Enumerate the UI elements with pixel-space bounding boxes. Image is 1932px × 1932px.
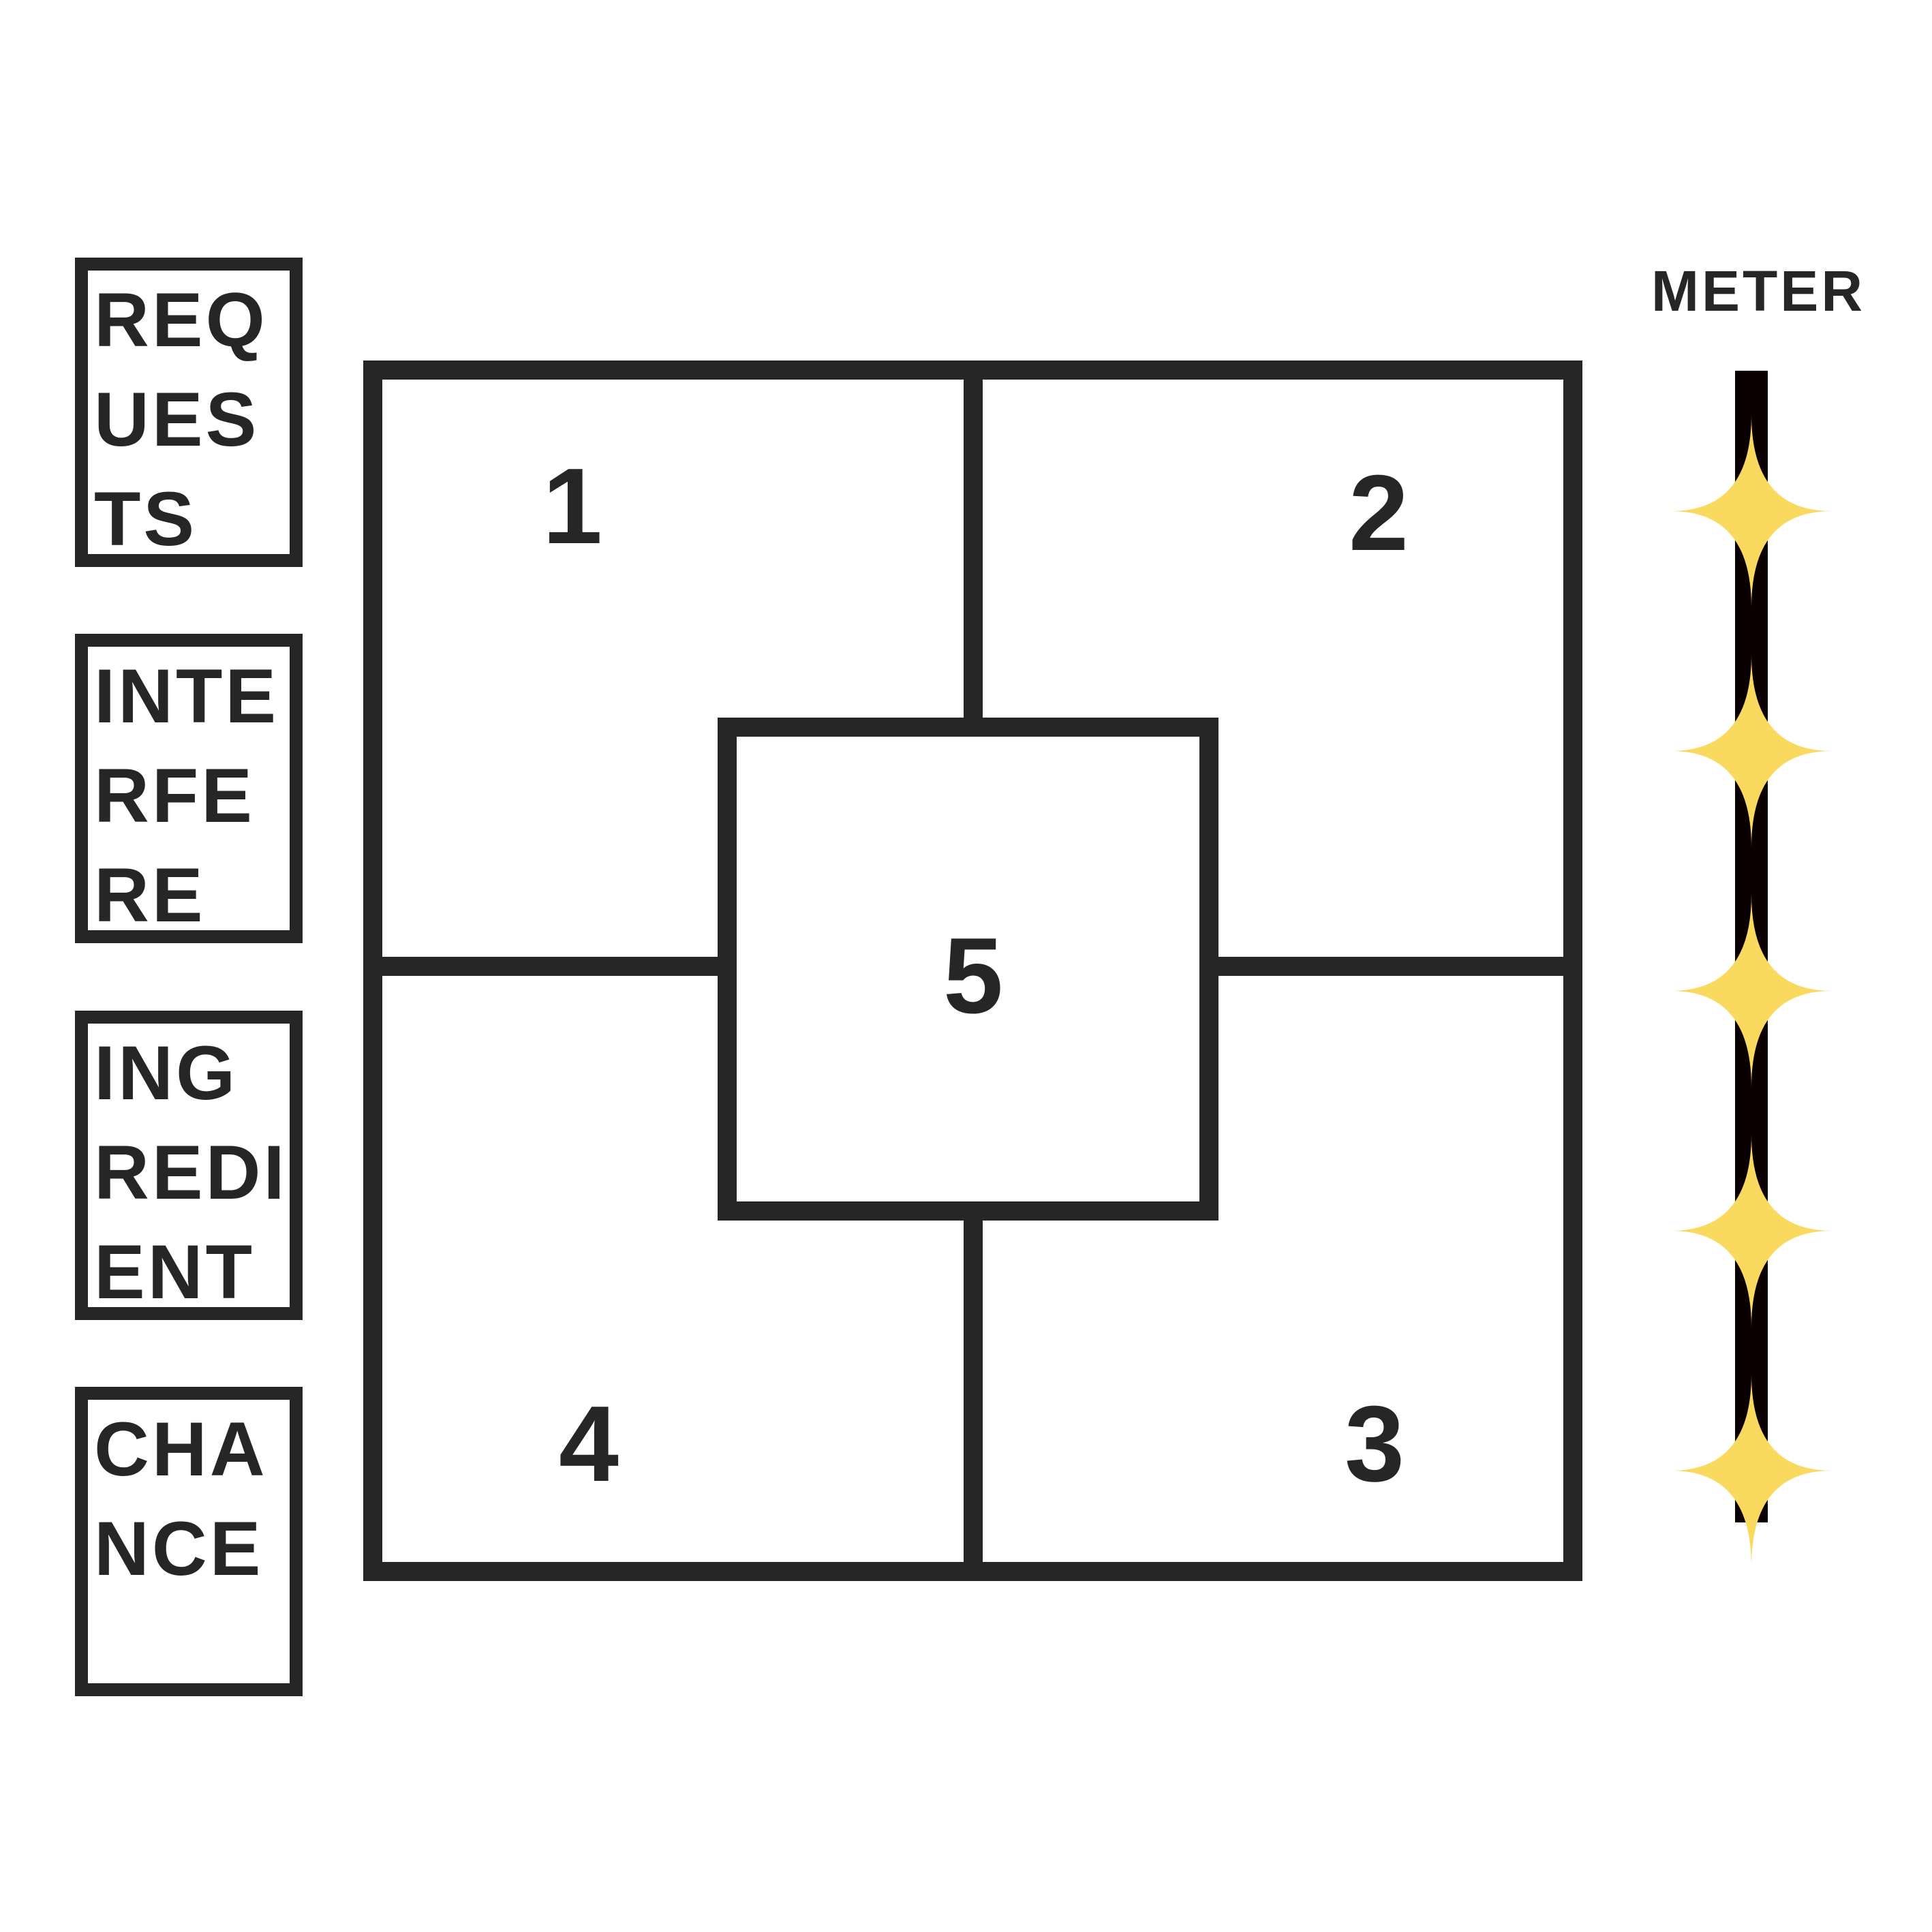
card-chance-label: CHANCE: [94, 1407, 268, 1591]
cell-number-3: 3: [1345, 1384, 1405, 1504]
card-requests-label: REQUESTS: [94, 277, 268, 562]
meter-star-icon: [1671, 1374, 1832, 1567]
cell-number-2: 2: [1349, 453, 1409, 573]
meter-star-icon: [1671, 654, 1832, 848]
cell-number-5: 5: [943, 916, 1003, 1036]
meter-star-icon: [1671, 414, 1832, 608]
card-chance[interactable]: CHANCE: [75, 1387, 303, 1696]
card-requests[interactable]: REQUESTS: [75, 258, 303, 567]
cell-number-1: 1: [542, 446, 602, 566]
card-interfere-label: INTERFERE: [94, 654, 279, 938]
cell-number-4: 4: [559, 1384, 619, 1504]
meter-star-icon: [1671, 1134, 1832, 1328]
meter-star-icon: [1671, 894, 1832, 1088]
meter-label: METER: [1651, 259, 1865, 323]
board-outer-frame: [363, 361, 1582, 1581]
card-interfere[interactable]: INTERFERE: [75, 634, 303, 943]
card-ingredient[interactable]: INGREDIENT: [75, 1011, 303, 1320]
board-cell-5[interactable]: [718, 718, 1218, 1221]
meter-track: [1671, 371, 1832, 1567]
card-ingredient-label: INGREDIENT: [94, 1030, 288, 1315]
